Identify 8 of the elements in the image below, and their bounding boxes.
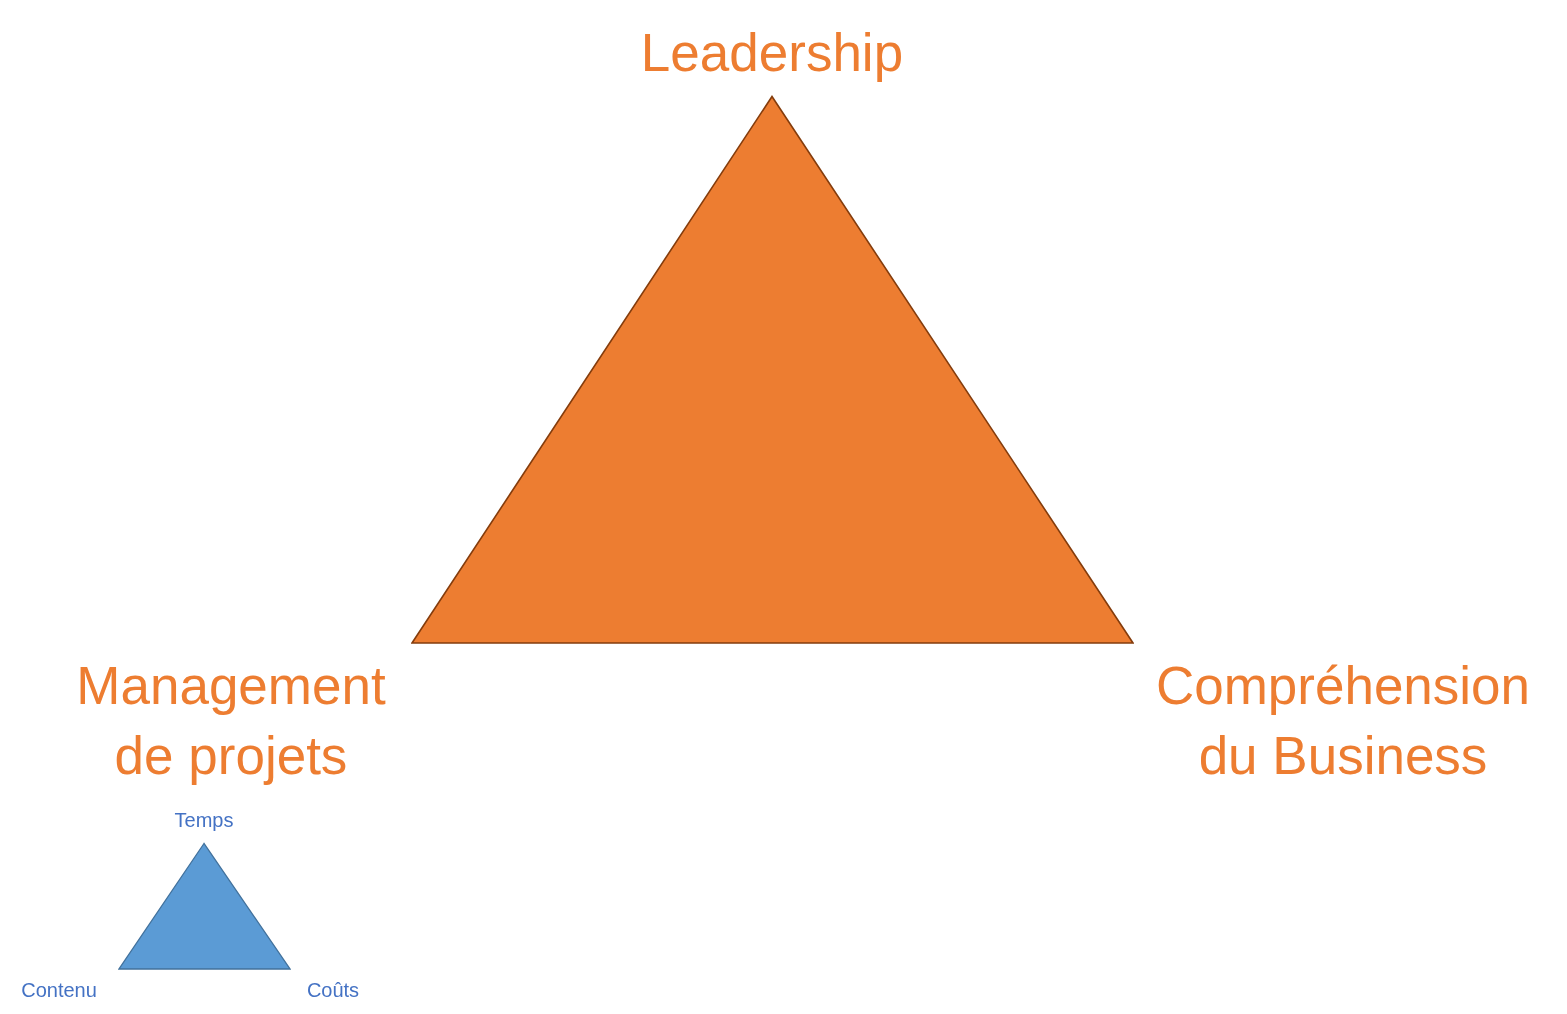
vertex-label: Management de projets bbox=[75, 655, 387, 787]
triangle bbox=[118, 842, 291, 970]
vertex-label: Compréhension du Business bbox=[1154, 655, 1532, 787]
vertex-label: Coûts bbox=[305, 978, 361, 1002]
triangle bbox=[411, 95, 1134, 645]
vertex-label: Contenu bbox=[20, 978, 98, 1002]
vertex-label: Leadership bbox=[639, 22, 905, 84]
vertex-label: Temps bbox=[173, 808, 235, 832]
